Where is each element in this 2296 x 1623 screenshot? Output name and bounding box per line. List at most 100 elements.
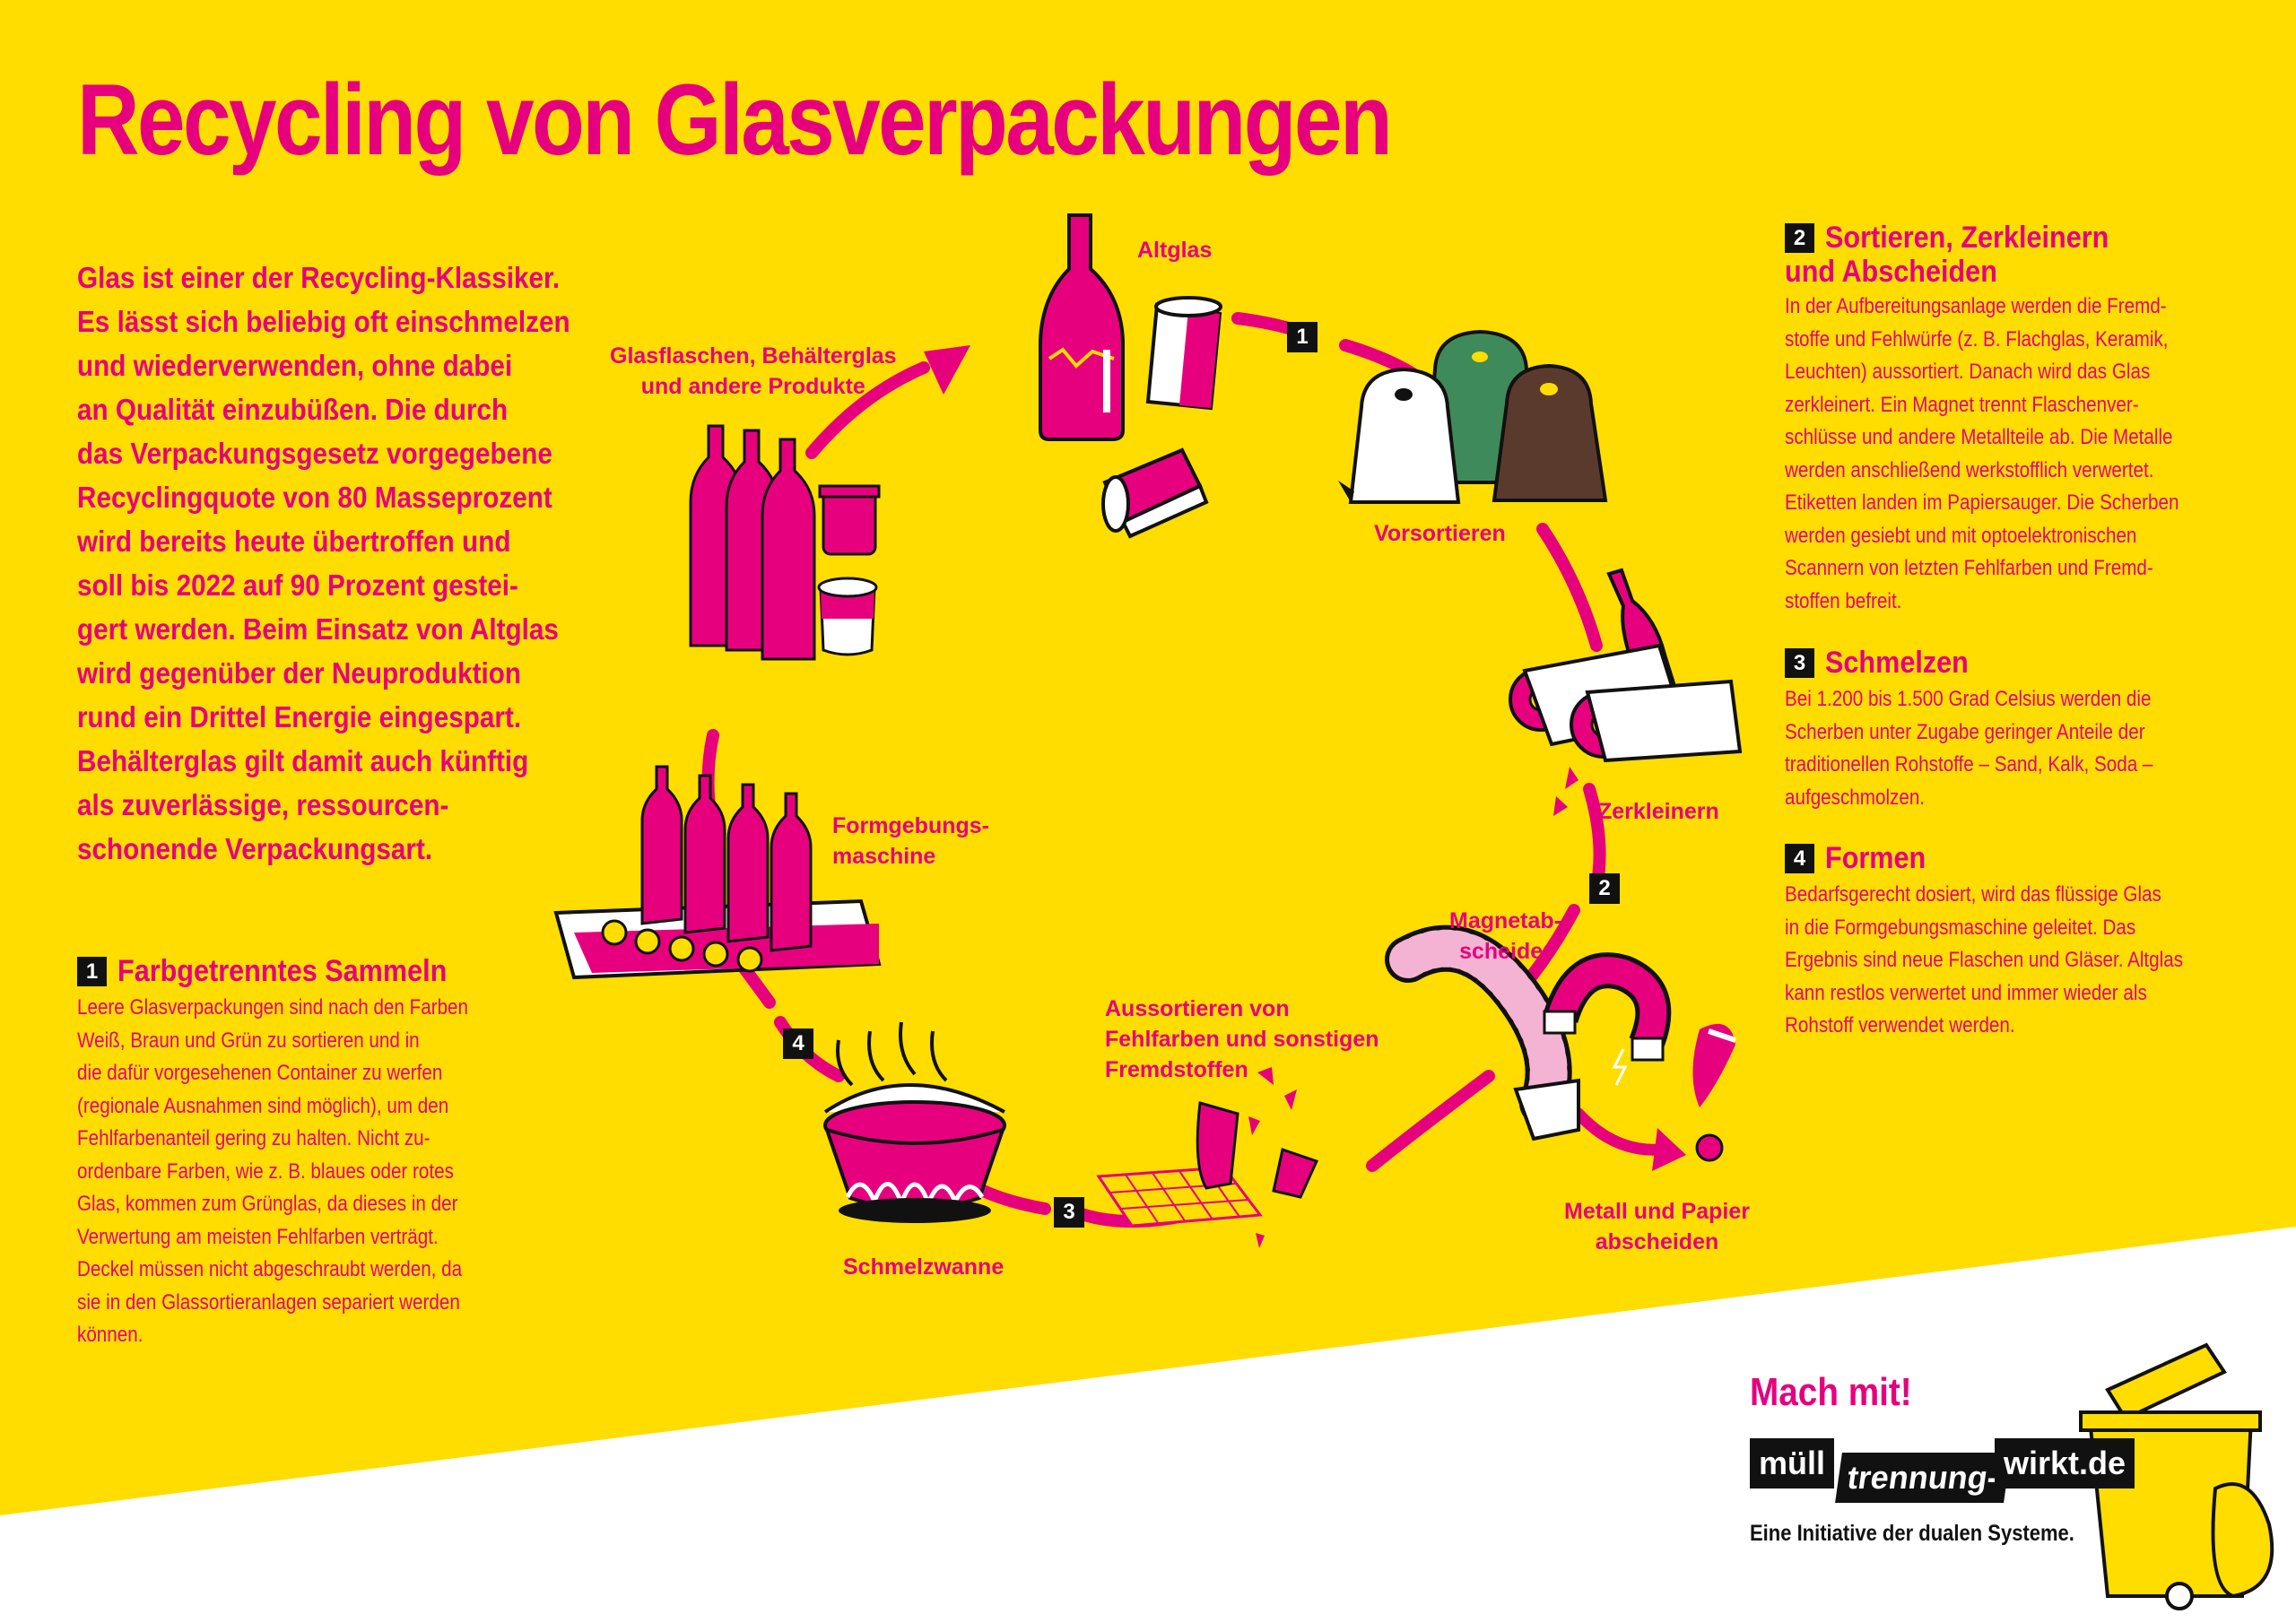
section-1-line: (regionale Ausnahmen sind möglich), um d… bbox=[77, 1093, 449, 1118]
cycle-segment bbox=[1536, 523, 1603, 652]
label-formgebung-line: maschine bbox=[832, 844, 936, 869]
intro-line: und wiederverwenden, ohne dabei bbox=[77, 349, 513, 382]
logo-muell: müll bbox=[1750, 1438, 1835, 1488]
cycle-segment bbox=[971, 1182, 1051, 1215]
section-3-number: 3 bbox=[1785, 648, 1814, 678]
paper-suction-hose-icon bbox=[1385, 924, 1580, 1141]
label-zerkleinern: Zerkleinern bbox=[1598, 799, 1719, 824]
section-3-line: traditionellen Rohstoffe – Sand, Kalk, S… bbox=[1785, 752, 2153, 777]
step-number-4: 4 bbox=[783, 1028, 813, 1059]
altglas-bottle-icon bbox=[1039, 213, 1125, 441]
section-4-line: in die Formgebungsmaschine geleitet. Das bbox=[1785, 915, 2136, 940]
intro-line: rund ein Drittel Energie eingespart. bbox=[77, 700, 522, 733]
label-products: Glasflaschen, Behälterglas und andere Pr… bbox=[610, 341, 897, 402]
section-3-line: aufgeschmolzen. bbox=[1785, 785, 1926, 810]
section-4-title: Formen bbox=[1825, 841, 1926, 875]
label-magnet-line: Magnetab- bbox=[1449, 908, 1561, 933]
section-1-line: Glas, kommen zum Grünglas, da dieses in … bbox=[77, 1192, 458, 1216]
label-aussortieren-line: Fehlfarben und sonstigen bbox=[1105, 1027, 1379, 1052]
cycle-segment bbox=[738, 962, 776, 1009]
section-1-line: Fehlfarbenanteil gering zu halten. Nicht… bbox=[77, 1126, 430, 1150]
section-4-heading: 4 Formen bbox=[1785, 841, 1937, 875]
intro-line: Glas ist einer der Recycling-Klassiker. bbox=[77, 261, 561, 294]
cycle-segment bbox=[1366, 1070, 1495, 1172]
container-white-icon bbox=[1338, 367, 1461, 504]
section-2-line: Leuchten) aussortiert. Danach wird das G… bbox=[1785, 360, 2151, 384]
magnet-icon bbox=[1543, 952, 1672, 1086]
section-4-line: Rohstoff verwendet werden. bbox=[1785, 1013, 2015, 1037]
cycle-segment bbox=[805, 361, 930, 459]
label-aussortieren: Aussortieren von Fehlfarben und sonstige… bbox=[1105, 994, 1379, 1085]
section-4-line: kann restlos verwertet und immer wieder … bbox=[1785, 980, 2147, 1005]
intro-line: Recyclingquote von 80 Masseprozent bbox=[77, 481, 552, 514]
new-bottles-icon bbox=[640, 765, 813, 952]
section-3-line: Scherben unter Zugabe geringer Anteile d… bbox=[1785, 719, 2145, 744]
section-2-line: werden gesiebt und mit optoelektronische… bbox=[1785, 523, 2137, 548]
label-metall-papier: Metall und Papier abscheiden bbox=[1564, 1196, 1750, 1257]
intro-line: das Verpackungsgesetz vorgegebene bbox=[77, 437, 552, 470]
label-aussortieren-line: Aussortieren von bbox=[1105, 996, 1290, 1021]
product-jar-top-icon bbox=[818, 484, 881, 556]
section-2-line: stoffen befreit. bbox=[1785, 588, 1902, 613]
section-1-line: Verwertung am meisten Fehlfarben verträg… bbox=[77, 1224, 439, 1249]
call-to-action: Mach mit! bbox=[1750, 1370, 1912, 1414]
section-2-heading-cont: und Abscheiden bbox=[1785, 255, 2021, 289]
intro-line: schonende Verpackungsart. bbox=[77, 832, 433, 865]
label-magnet-line: scheider bbox=[1459, 939, 1552, 964]
paper-label-icon bbox=[1692, 1023, 1736, 1107]
label-schmelzwanne: Schmelzwanne bbox=[843, 1254, 1004, 1280]
melting-furnace-icon bbox=[823, 1021, 1006, 1223]
step-number-1: 1 bbox=[1287, 322, 1318, 352]
label-magnet: Magnetab- scheider bbox=[1449, 906, 1561, 967]
label-altglas: Altglas bbox=[1137, 238, 1213, 263]
section-2-number: 2 bbox=[1785, 223, 1814, 253]
section-1-number: 1 bbox=[77, 957, 107, 986]
intro-line: soll bis 2022 auf 90 Prozent gestei- bbox=[77, 568, 518, 602]
section-4-body: Bedarfsgerecht dosiert, wird das flüssig… bbox=[1785, 879, 2248, 1043]
label-formgebung: Formgebungs- maschine bbox=[832, 811, 989, 872]
tagline: Eine Initiative der dualen Systeme. bbox=[1750, 1521, 2074, 1546]
label-metall-line: Metall und Papier bbox=[1564, 1199, 1750, 1224]
product-bottles-icon bbox=[689, 424, 816, 661]
section-1-line: sie in den Glassortieranlagen separiert … bbox=[77, 1289, 460, 1315]
intro-line: Es lässt sich beliebig oft einschmelzen bbox=[77, 305, 570, 338]
section-2-line: schlüsse und andere Metallteile ab. Die … bbox=[1785, 425, 2173, 449]
section-3-body: Bei 1.200 bis 1.500 Grad Celsius werden … bbox=[1785, 683, 2213, 814]
altglas-can-icon bbox=[1101, 447, 1209, 539]
page-title: Recycling von Glasverpackungen bbox=[77, 64, 1393, 176]
intro-line: Behälterglas gilt damit auch künftig bbox=[77, 744, 529, 777]
section-2-line: Etiketten landen im Papiersauger. Die Sc… bbox=[1785, 490, 2179, 515]
section-1-line: Deckel müssen nicht abgeschraubt werden,… bbox=[77, 1257, 463, 1281]
product-jar-bottom-icon bbox=[817, 577, 878, 656]
section-1-line: Leere Glasverpackungen sind nach den Far… bbox=[77, 995, 469, 1020]
section-2-title-line: und Abscheiden bbox=[1785, 255, 1997, 289]
section-2-line: werden anschließend werkstofflich verwer… bbox=[1785, 457, 2154, 482]
metal-arrow bbox=[1572, 1107, 1665, 1156]
label-metall-line: abscheiden bbox=[1595, 1229, 1719, 1254]
section-2-line: stoffe und Fehlwürfe (z. B. Flachglas, K… bbox=[1785, 326, 2169, 352]
label-products-line: Glasflaschen, Behälterglas bbox=[610, 343, 897, 369]
section-3-line: Bei 1.200 bis 1.500 Grad Celsius werden … bbox=[1785, 687, 2152, 711]
section-1-line: Weiß, Braun und Grün zu sortieren und in bbox=[77, 1028, 420, 1053]
logo-wirkt: wirkt.de bbox=[1995, 1438, 2135, 1488]
step-number-3: 3 bbox=[1054, 1197, 1084, 1228]
crusher-rollers-icon bbox=[1509, 643, 1743, 816]
intro-line: wird bereits heute übertroffen und bbox=[77, 525, 511, 558]
label-products-line: und andere Produkte bbox=[640, 374, 865, 399]
label-aussortieren-line: Fremdstoffen bbox=[1105, 1057, 1248, 1082]
section-4-line: Bedarfsgerecht dosiert, wird das flüssig… bbox=[1785, 882, 2161, 907]
container-brown-icon bbox=[1492, 363, 1608, 502]
section-1-body: Leere Glasverpackungen sind nach den Far… bbox=[77, 992, 532, 1352]
metal-cap-icon bbox=[1695, 1133, 1724, 1162]
cycle-arrowhead bbox=[924, 345, 970, 395]
label-vorsortieren: Vorsortieren bbox=[1374, 521, 1506, 546]
intro-line: gert werden. Beim Einsatz von Altglas bbox=[77, 612, 559, 646]
intro-line: als zuverlässige, ressourcen- bbox=[77, 788, 449, 821]
altglas-jar-icon bbox=[1145, 296, 1222, 411]
section-2-line: zerkleinert. Ein Magnet trennt Flaschenv… bbox=[1785, 392, 2139, 417]
intro-line: an Qualität einzubüßen. Die durch bbox=[77, 393, 509, 426]
section-2-heading: 2 Sortieren, Zerkleinern bbox=[1785, 221, 2140, 255]
section-1-line: ordenbare Farben, wie z. B. blaues oder … bbox=[77, 1159, 454, 1184]
metal-arrowhead bbox=[1652, 1128, 1686, 1171]
section-1-title: Farbgetrenntes Sammeln bbox=[117, 954, 448, 988]
